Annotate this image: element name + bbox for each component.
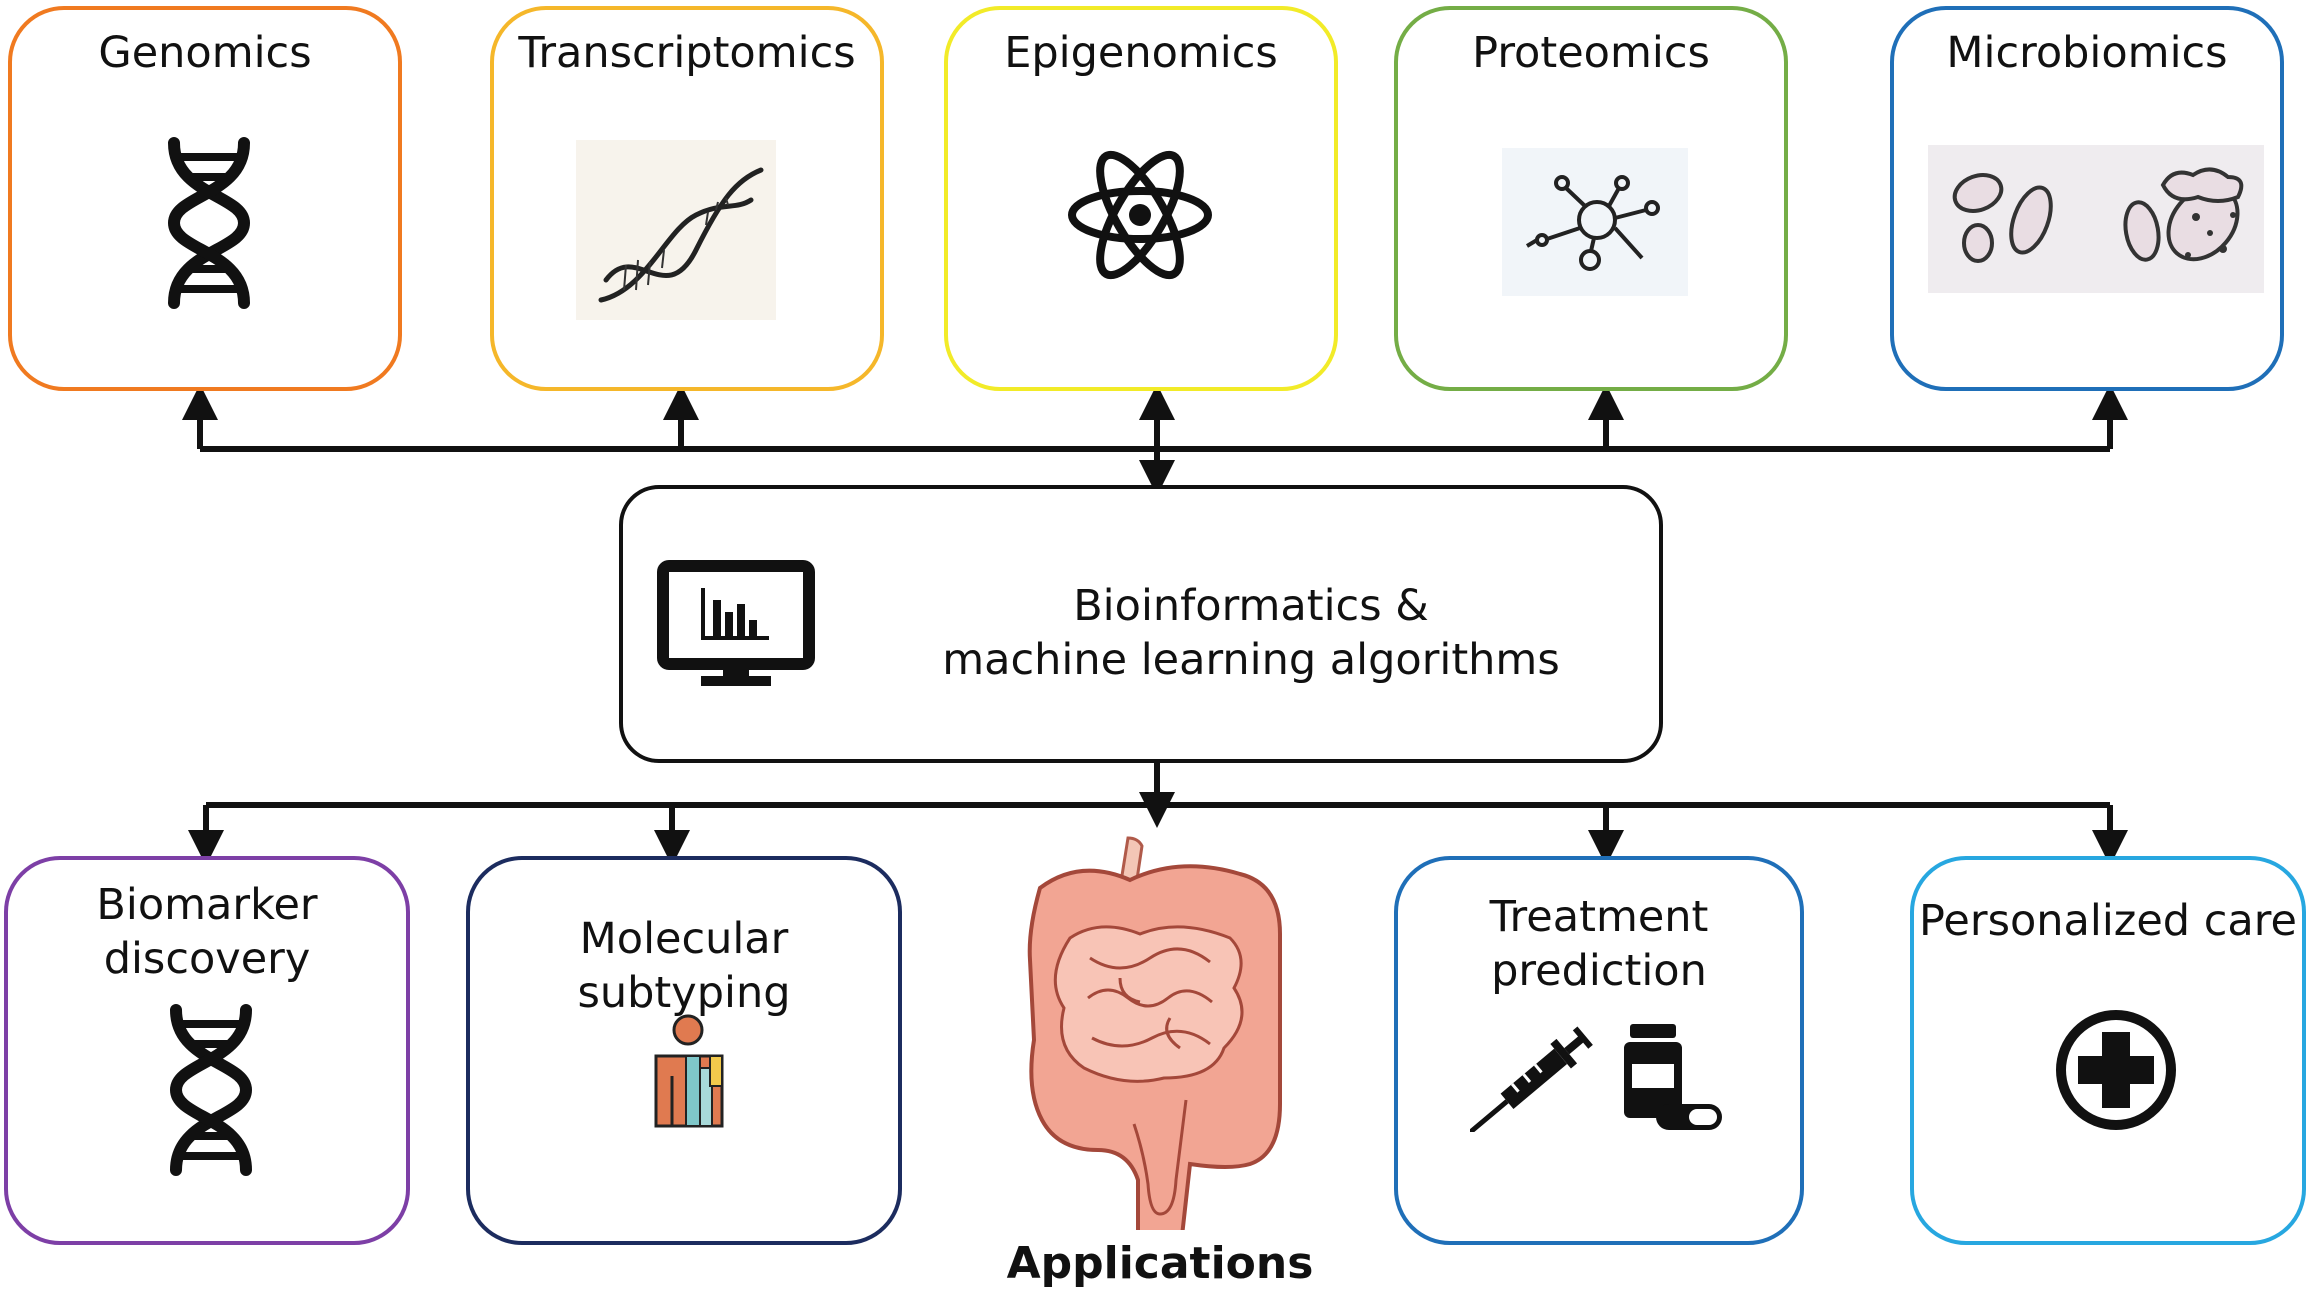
microbiomics-box: Microbiomics bbox=[1890, 6, 2284, 391]
microbes-icon bbox=[1928, 145, 2264, 293]
proteomics-box: Proteomics bbox=[1394, 6, 1788, 391]
bioinformatics-line1: Bioinformatics & bbox=[1073, 581, 1429, 631]
personalized-line1: Personalized care bbox=[1919, 896, 2297, 946]
proteomics-title: Proteomics bbox=[1472, 28, 1710, 78]
person-chart-icon bbox=[654, 1014, 724, 1128]
molecular-line1: Molecular subtyping bbox=[577, 914, 791, 1018]
transcriptomics-title: Transcriptomics bbox=[518, 28, 856, 78]
epigenomics-title: Epigenomics bbox=[1004, 28, 1278, 78]
molecular-subtyping-title: Molecular subtyping bbox=[470, 912, 898, 1020]
intestine-icon bbox=[1027, 836, 1282, 1230]
dna-icon bbox=[167, 137, 251, 309]
dna-sketch-icon bbox=[576, 140, 776, 320]
personalized-title: Personalized care bbox=[1914, 894, 2302, 948]
personalized-care-box: Personalized care bbox=[1910, 856, 2306, 1245]
bioinformatics-label: Bioinformatics & machine learning algori… bbox=[883, 579, 1619, 687]
atom-icon bbox=[1068, 150, 1212, 280]
epigenomics-box: Epigenomics bbox=[944, 6, 1338, 391]
genomics-box: Genomics bbox=[8, 6, 402, 391]
biomarker-discovery-box: Biomarker discovery bbox=[4, 856, 410, 1245]
treatment-line2: prediction bbox=[1491, 946, 1707, 996]
treatment-line1: Treatment bbox=[1489, 892, 1709, 942]
biomarker-line2: discovery bbox=[103, 934, 311, 984]
bioinformatics-line2: machine learning algorithms bbox=[942, 635, 1560, 685]
transcriptomics-box: Transcriptomics bbox=[490, 6, 884, 391]
applications-label: Applications bbox=[1006, 1238, 1314, 1289]
medical-cross-icon bbox=[2056, 1010, 2176, 1130]
genomics-title: Genomics bbox=[98, 28, 312, 78]
molecular-subtyping-box: Molecular subtyping bbox=[466, 856, 902, 1245]
syringe-pill-icon bbox=[1470, 1024, 1722, 1132]
molecule-icon bbox=[1502, 148, 1688, 296]
biomarker-title: Biomarker discovery bbox=[8, 878, 406, 986]
monitor-chart-icon bbox=[657, 560, 815, 686]
treatment-prediction-box: Treatment prediction bbox=[1394, 856, 1804, 1245]
treatment-title: Treatment prediction bbox=[1398, 890, 1800, 998]
microbiomics-title: Microbiomics bbox=[1946, 28, 2228, 78]
bioinformatics-box: Bioinformatics & machine learning algori… bbox=[619, 485, 1663, 763]
biomarker-line1: Biomarker bbox=[96, 880, 318, 930]
dna-icon bbox=[169, 1004, 253, 1176]
